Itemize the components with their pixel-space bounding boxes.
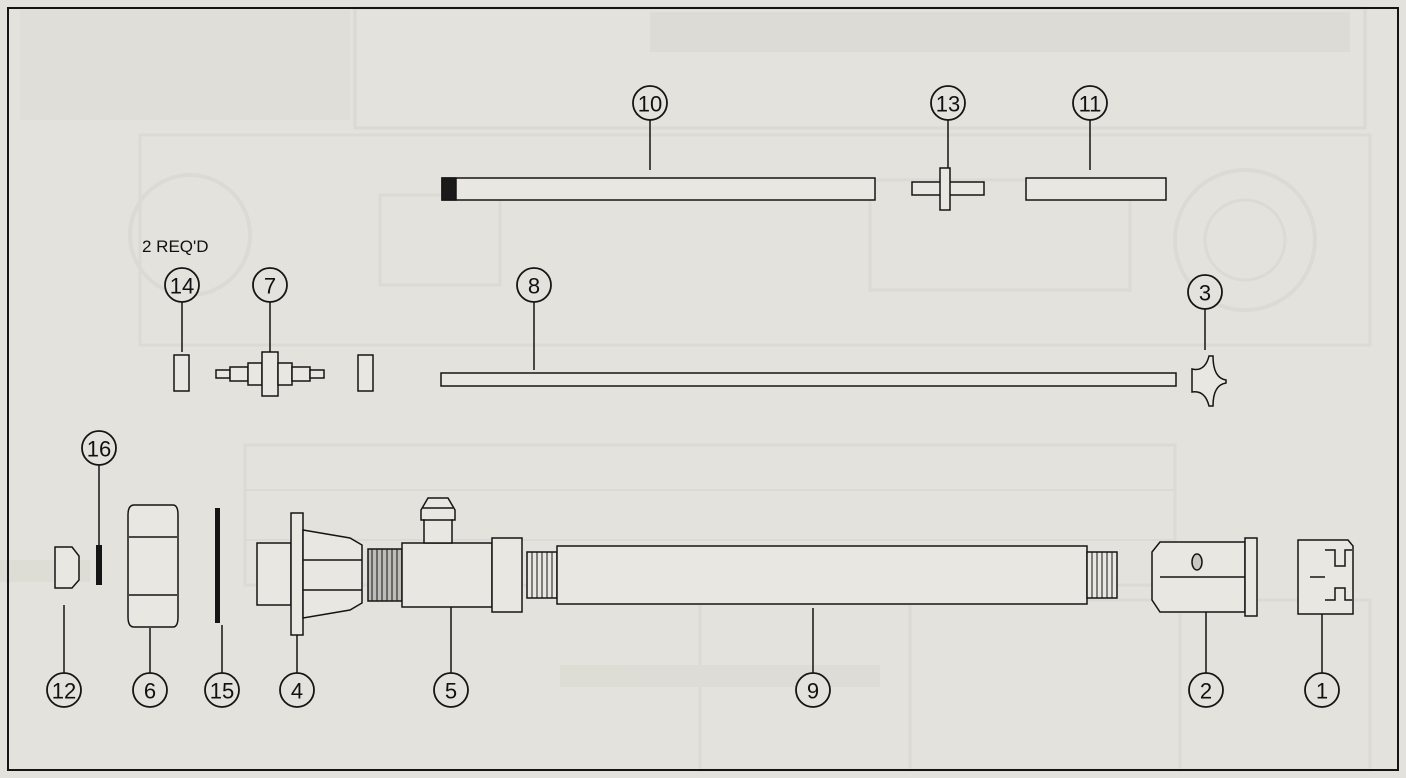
part-3-end-fitting xyxy=(1191,355,1227,407)
callout-leaders xyxy=(63,119,1323,675)
part-1-collet-cap xyxy=(1297,539,1354,615)
part-4-flange xyxy=(256,512,363,636)
part-10-tube xyxy=(441,177,876,201)
part-12-cap xyxy=(54,546,80,589)
part-11-tube xyxy=(1025,177,1167,201)
part-16-o-ring xyxy=(96,545,102,585)
part-5-tee-fitting xyxy=(367,497,523,613)
callout-3: 3 xyxy=(1199,281,1211,306)
callout-7: 7 xyxy=(264,274,276,299)
callout-16: 16 xyxy=(87,437,111,462)
part-6-nut xyxy=(127,504,179,628)
part-14-plugs xyxy=(173,354,374,392)
part-9-nipple xyxy=(526,545,1118,605)
callout-11: 11 xyxy=(1079,92,1102,117)
part-13-connector xyxy=(911,167,985,211)
part-15-gasket xyxy=(215,508,220,623)
callout-6: 6 xyxy=(144,679,156,704)
callout-circles xyxy=(46,85,1340,708)
callout-8: 8 xyxy=(528,274,540,299)
callout-1: 1 xyxy=(1316,679,1328,704)
background-bleed-through xyxy=(0,6,1372,772)
diagram-frame xyxy=(7,7,1399,771)
callout-10: 10 xyxy=(638,92,662,117)
part-8-rod xyxy=(440,372,1177,387)
quantity-note: 2 REQ'D xyxy=(142,237,209,256)
callout-5: 5 xyxy=(445,679,457,704)
callout-9: 9 xyxy=(807,679,819,704)
callout-4: 4 xyxy=(291,679,303,704)
callout-2: 2 xyxy=(1200,679,1212,704)
callout-15: 15 xyxy=(210,679,234,704)
callout-12: 12 xyxy=(52,679,76,704)
callout-13: 13 xyxy=(936,92,960,117)
part-7-union xyxy=(215,351,325,397)
part-2-collet xyxy=(1151,537,1258,617)
callout-14: 14 xyxy=(170,274,194,299)
